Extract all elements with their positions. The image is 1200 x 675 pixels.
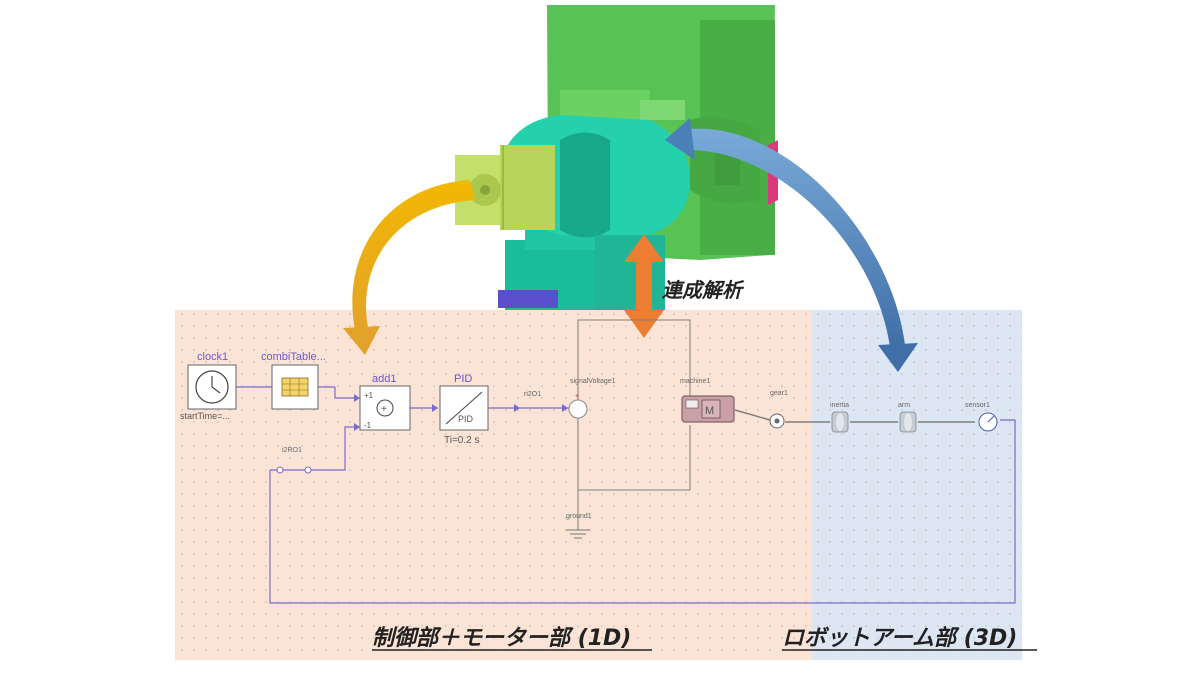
signal-voltage-block[interactable]: signalVoltage1 + [568,378,616,419]
ground-icon [566,529,590,539]
robot-3d-model [455,5,778,310]
add-plus-label: +1 [364,391,374,400]
clock-block-name: clock1 [197,351,228,363]
svg-text:+: + [575,393,579,400]
table-icon [281,377,309,397]
control-motor-caption: 制御部＋モーター部 (1D) [372,625,631,651]
arm-label: arm [898,402,910,409]
machine-label: machine1 [680,378,710,385]
pid-block-name: PID [454,373,472,385]
add-symbol: + [381,404,387,415]
machine-symbol: M [705,405,714,417]
ground-block[interactable]: ground1 [566,513,592,539]
i2ro1-label: i2RO1 [282,447,302,454]
add-minus-label: -1 [364,421,372,430]
sensor-block[interactable]: sensor1 [965,402,998,432]
pid-block[interactable]: PID PID Ti=0.2 s [439,373,489,446]
ground-label: ground1 [566,513,592,520]
inertia-block[interactable]: inertia [830,402,849,433]
orange-coupling-arrow [624,234,664,338]
robot-arm-caption: ロボットアーム部 (3D) [782,625,1017,651]
table-block[interactable]: combiTable... [261,351,326,410]
motor-icon [701,399,721,419]
coupled-analysis-label: 連成解析 [662,278,745,302]
pid-param: Ti=0.2 s [444,435,479,446]
clock-block[interactable]: clock1 startTime=... [180,351,237,421]
ri2o1-label: ri2O1 [524,391,541,398]
pid-ramp-icon [445,391,483,425]
add-block-name: add1 [372,373,396,385]
pid-inner-label: PID [458,414,474,424]
clock-param: startTime=... [180,411,230,421]
blue-coupling-arrow [665,118,918,372]
i2ro1-block[interactable] [276,466,312,474]
electric-wires [577,319,691,530]
mech-wires [734,409,975,423]
inertia-label: inertia [830,402,849,409]
signal-voltage-label: signalVoltage1 [570,378,616,385]
arm-block[interactable]: arm [898,402,917,433]
add-block[interactable]: add1 + +1 -1 [359,373,411,431]
yellow-coupling-arrow [343,180,475,355]
sensor-label: sensor1 [965,402,990,409]
machine-block[interactable]: machine1 M [680,378,735,423]
table-block-name: combiTable... [261,351,326,363]
gear-label: gear1 [770,390,788,397]
gear-block[interactable]: gear1 [769,390,788,429]
